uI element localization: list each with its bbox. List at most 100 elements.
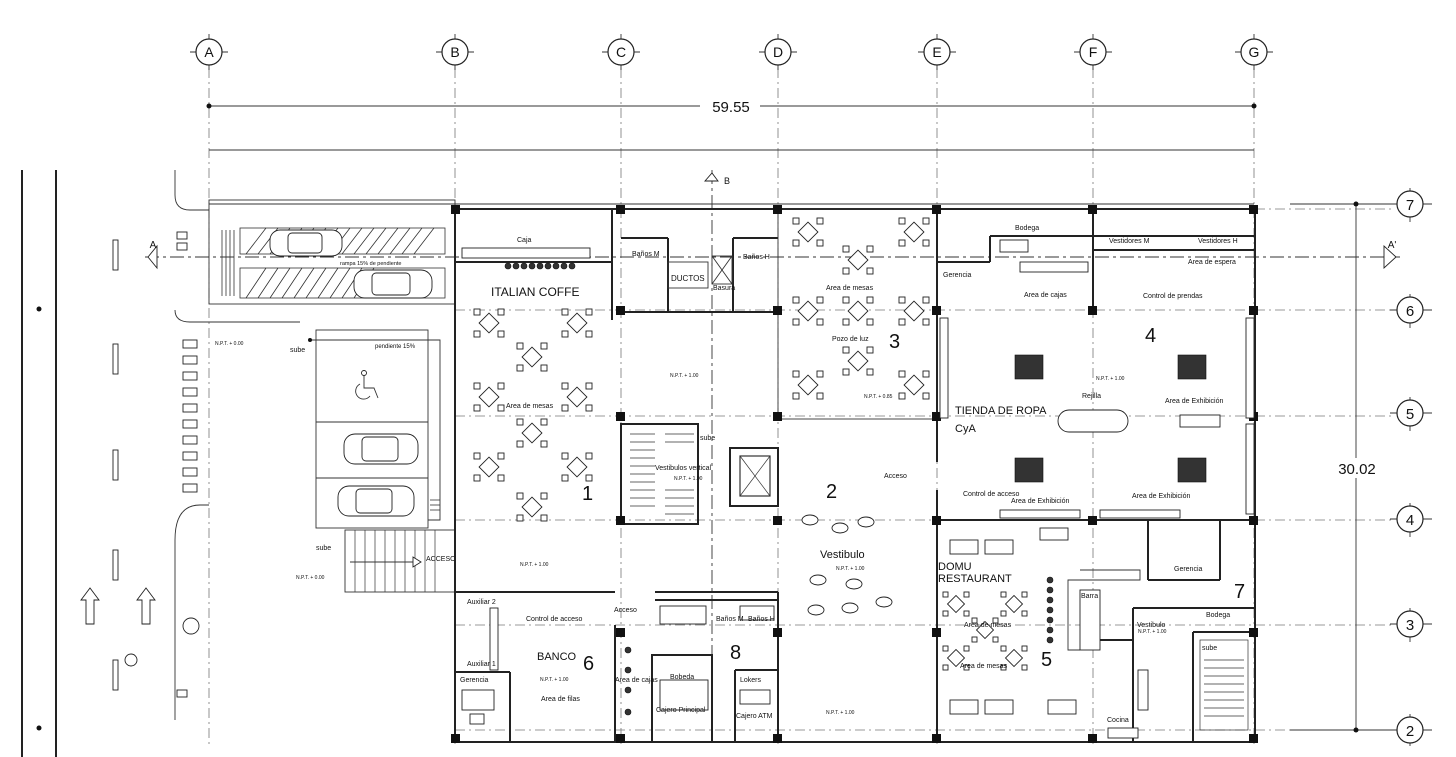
label-cocina: Cocina	[1107, 717, 1129, 724]
restaurant-furniture	[949, 527, 1149, 739]
row-bubble-5: 5	[1390, 397, 1432, 431]
svg-text:B: B	[450, 44, 459, 60]
svg-text:B: B	[724, 176, 730, 186]
label-bodega-7: Bodega	[1206, 612, 1230, 619]
column-bubble-g: G	[1235, 34, 1273, 70]
parking-area: rampa 15% de pendiente	[208, 199, 456, 529]
svg-text:N.P.T. + 0.00: N.P.T. + 0.00	[296, 575, 325, 581]
label-banos-m: Baños M	[632, 251, 660, 258]
row-bubble-6: 6	[1390, 294, 1432, 328]
street-area	[21, 170, 300, 757]
label-area-mesas-5b: Area de mesas	[960, 663, 1008, 670]
label-area-exhibicion-3: Area de Exhibición	[1132, 493, 1190, 500]
svg-text:C: C	[616, 44, 626, 60]
svg-text:N.P.T. + 1.00: N.P.T. + 1.00	[836, 566, 865, 572]
label-gerencia-6: Gerencia	[460, 677, 489, 684]
svg-text:N.P.T. + 1.00: N.P.T. + 1.00	[670, 373, 699, 379]
svg-text:N.P.T. + 0.85: N.P.T. + 0.85	[864, 394, 893, 400]
table-clusters	[473, 217, 1028, 671]
depth-dimension-label: 30.02	[1338, 461, 1376, 478]
svg-text:sube: sube	[316, 545, 331, 552]
label-control-prendas: Control de prendas	[1143, 293, 1203, 300]
label-banos-h: Baños H	[743, 254, 770, 261]
svg-text:A: A	[204, 44, 214, 60]
label-auxiliar-2: Auxiliar 2	[467, 599, 496, 606]
svg-text:sube: sube	[290, 347, 305, 354]
building-walls	[209, 203, 1256, 743]
car-lower-1	[343, 433, 419, 465]
label-area-exhibicion-1: Area de Exhibición	[1165, 398, 1223, 405]
bank-furniture	[461, 605, 775, 725]
label-italian-coffe: ITALIAN COFFE	[491, 285, 579, 299]
lobby-seating	[801, 514, 893, 616]
zone-number-5: 5	[1041, 649, 1052, 671]
svg-text:N.P.T. + 1.00: N.P.T. + 1.00	[520, 562, 549, 568]
accessibility-symbol	[355, 370, 379, 400]
label-basura: Basura	[713, 285, 735, 292]
svg-text:N.P.T. + 1.00: N.P.T. + 1.00	[826, 710, 855, 716]
label-gerencia-7: Gerencia	[1174, 566, 1203, 573]
label-banos-h8: Baños H	[748, 616, 775, 623]
car-middle	[353, 269, 433, 299]
label-pozo-luz: Pozo de luz	[832, 336, 869, 343]
label-restaurant: RESTAURANT	[938, 573, 1012, 585]
room-labels: ITALIAN COFFE Caja Area de mesas Baños M…	[460, 225, 1238, 724]
label-area-mesas-3: Area de mesas	[826, 285, 874, 292]
overall-depth-dimension: 30.02	[1290, 201, 1390, 733]
svg-text:D: D	[773, 44, 783, 60]
svg-text:6: 6	[1406, 303, 1414, 320]
row-bubbles: 7 6 5 4 3 2	[1390, 188, 1432, 746]
section-line-b: B	[704, 170, 730, 720]
width-dimension-label: 59.55	[712, 99, 750, 116]
zone-number-4: 4	[1145, 325, 1156, 347]
svg-text:rampa 15% de pendiente: rampa 15% de pendiente	[340, 261, 401, 267]
label-vestibulo-7: Vestibulo	[1137, 622, 1166, 629]
svg-text:sube: sube	[700, 435, 715, 442]
label-domu: DOMU	[938, 561, 972, 573]
label-vestidores-m: Vestidores M	[1109, 238, 1150, 245]
section-line-a: A A'	[145, 240, 1400, 270]
svg-text:N.P.T. + 1.00: N.P.T. + 1.00	[1096, 376, 1125, 382]
svg-text:2: 2	[1406, 723, 1414, 740]
label-rejilla: Rejilla	[1082, 393, 1101, 400]
zone-number-1: 1	[582, 483, 593, 505]
svg-text:7: 7	[1406, 197, 1414, 214]
label-control-acceso-4: Control de acceso	[963, 491, 1020, 498]
core-stairs	[630, 433, 771, 515]
label-barra: Barra	[1081, 593, 1098, 600]
label-vestibulo: Vestibulo	[820, 549, 865, 561]
sidewalk-pavers	[176, 231, 198, 698]
label-vestibulos-vertical: Vestibulos vertical	[655, 465, 711, 472]
label-area-mesas-coffe: Area de mesas	[506, 403, 554, 410]
label-cya: CyA	[955, 423, 976, 435]
column-bubble-d: D	[759, 34, 797, 70]
label-area-exhibicion-2: Area de Exhibición	[1011, 498, 1069, 505]
label-area-mesas-5a: Area de mesas	[964, 622, 1012, 629]
label-acceso-2: Acceso	[884, 473, 907, 480]
label-tienda-ropa: TIENDA DE ROPA	[955, 405, 1047, 417]
row-bubble-4: 4	[1390, 503, 1432, 537]
svg-text:3: 3	[1406, 617, 1414, 634]
zone-number-6: 6	[583, 653, 594, 675]
svg-text:N.P.T. + 1.00: N.P.T. + 1.00	[540, 677, 569, 683]
column-bubble-f: F	[1074, 34, 1112, 70]
label-area-espera: Area de espera	[1188, 259, 1236, 266]
label-bodega-4: Bodega	[1015, 225, 1039, 232]
zone-number-7: 7	[1234, 581, 1245, 603]
label-auxiliar-1: Auxiliar 1	[467, 661, 496, 668]
column-bubble-c: C	[602, 34, 640, 70]
row-bubble-2: 2	[1390, 714, 1432, 746]
column-bubble-e: E	[918, 34, 956, 70]
svg-text:E: E	[932, 44, 941, 60]
label-cajero-atm: Cajero ATM	[736, 713, 773, 720]
structural-columns	[451, 205, 1258, 743]
label-control-acceso-6: Control de acceso	[526, 616, 583, 623]
entry-stairs: sube ACCESO N.P.T. + 0.00	[296, 529, 456, 593]
label-gerencia-4: Gerencia	[943, 272, 972, 279]
coffee-counter	[461, 247, 591, 270]
car-lower-2	[337, 485, 415, 517]
label-area-cajas: Area de cajas	[1024, 292, 1067, 299]
car-top	[269, 229, 343, 257]
svg-text:ACCESO: ACCESO	[426, 556, 456, 563]
